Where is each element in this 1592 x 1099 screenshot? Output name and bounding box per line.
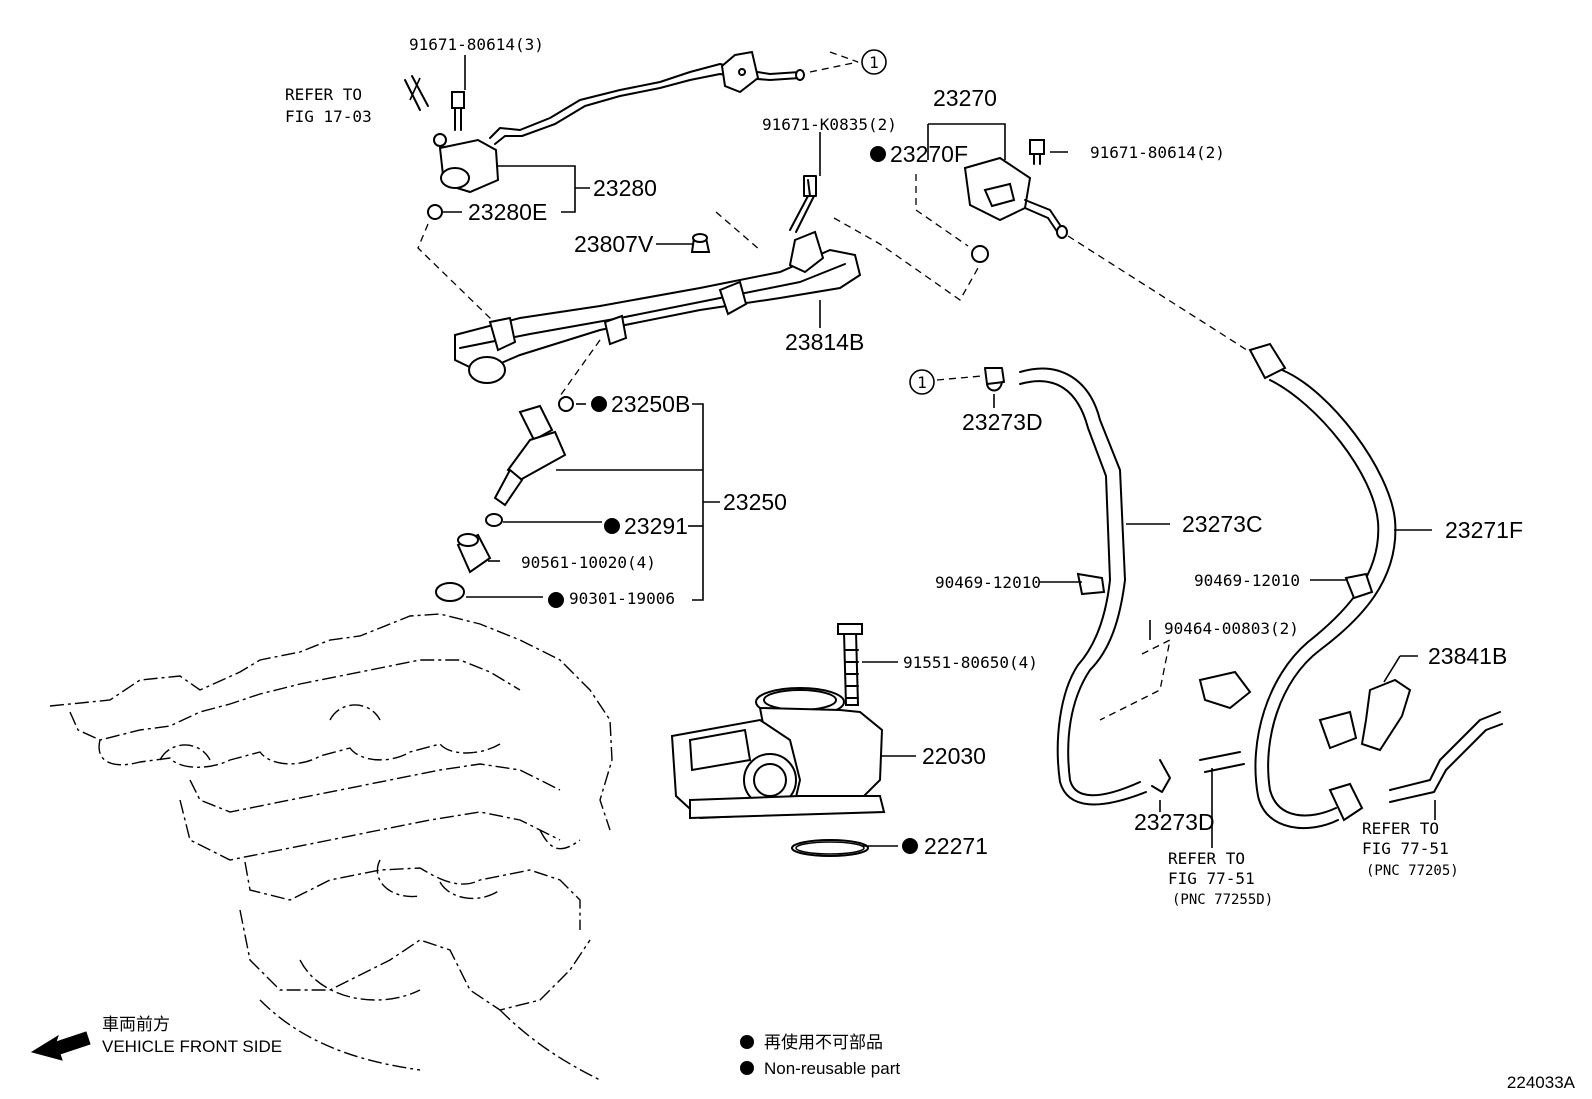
figure-id: 224033A xyxy=(1507,1073,1576,1092)
fuel-pressure-pulsation-damper xyxy=(963,139,1068,263)
label-23841b: 23841B xyxy=(1428,643,1507,669)
fuel-injector xyxy=(435,396,574,602)
label-91671-k0835: 91671-K0835(2) xyxy=(762,115,897,134)
label-90561-10020: 90561-10020(4) xyxy=(521,553,656,572)
label-23814b: 23814B xyxy=(785,329,864,355)
dashed-guides xyxy=(417,51,1251,721)
label-90464-00803: 90464-00803(2) xyxy=(1164,619,1299,638)
label-90301-19006: 90301-19006 xyxy=(569,589,675,608)
refer-note-fig-17-03: REFER TO FIG 17-03 xyxy=(285,85,372,126)
engine-outline xyxy=(49,613,613,1081)
connector-marker-top: 1 xyxy=(861,49,887,75)
fuel-hose-23271f xyxy=(1248,342,1503,830)
label-23807v: 23807V xyxy=(574,231,654,257)
throttle-body xyxy=(670,623,886,857)
label-23273d-top: 23273D xyxy=(962,409,1043,435)
svg-text:1: 1 xyxy=(869,53,879,72)
label-23280: 23280 xyxy=(593,175,657,201)
label-23280e: 23280E xyxy=(468,199,547,225)
svg-text:REFER TO: REFER TO xyxy=(285,85,362,104)
label-23271f: 23271F xyxy=(1445,517,1523,543)
part-labels: 91671-80614(3) 23280 23280E 91671-K0835(… xyxy=(409,35,1523,859)
vehicle-front-jp: 車両前方 xyxy=(102,1015,170,1034)
refer-note-fig-77-51-b: REFER TO FIG 77-51 (PNC 77205) xyxy=(1362,819,1459,879)
label-90469-12010-right: 90469-12010 xyxy=(1194,571,1300,590)
svg-text:1: 1 xyxy=(917,373,927,392)
connector-marker-hose: 1 xyxy=(909,369,935,395)
label-90469-12010-left: 90469-12010 xyxy=(935,573,1041,592)
label-91671-80614-3: 91671-80614(3) xyxy=(409,35,544,54)
refer-note-fig-77-51-a: REFER TO FIG 77-51 (PNC 77255D) xyxy=(1168,849,1273,908)
svg-text:REFER TO: REFER TO xyxy=(1362,819,1439,838)
leader-lines xyxy=(409,55,1436,848)
label-23273c: 23273C xyxy=(1182,511,1263,537)
label-23291: 23291 xyxy=(624,513,688,539)
label-22030: 22030 xyxy=(922,743,986,769)
legend: 再使用不可部品 Non-reusable part xyxy=(764,1032,900,1078)
label-23270: 23270 xyxy=(933,85,997,111)
fuel-hose-23273c xyxy=(984,367,1245,806)
label-23273d-bottom: 23273D xyxy=(1134,809,1215,835)
label-23250b: 23250B xyxy=(611,391,690,417)
non-reusable-markers xyxy=(548,146,918,1075)
label-22271: 22271 xyxy=(924,833,988,859)
vehicle-front-en: VEHICLE FRONT SIDE xyxy=(102,1037,282,1056)
svg-text:(PNC 77205): (PNC 77205) xyxy=(1366,863,1459,879)
svg-text:REFER TO: REFER TO xyxy=(1168,849,1245,868)
svg-text:FIG 77-51: FIG 77-51 xyxy=(1362,839,1449,858)
svg-text:(PNC 77255D): (PNC 77255D) xyxy=(1172,892,1273,908)
fuel-pipe-assembly xyxy=(404,50,805,220)
label-23270f: 23270F xyxy=(890,141,968,167)
label-91671-80614-2: 91671-80614(2) xyxy=(1090,143,1225,162)
legend-jp: 再使用不可部品 xyxy=(764,1032,883,1052)
legend-en: Non-reusable part xyxy=(764,1059,900,1078)
svg-text:FIG 17-03: FIG 17-03 xyxy=(285,107,372,126)
vehicle-front-indicator: 車両前方 VEHICLE FRONT SIDE xyxy=(30,1015,282,1061)
label-23250: 23250 xyxy=(723,489,787,515)
svg-text:FIG 77-51: FIG 77-51 xyxy=(1168,869,1255,888)
front-arrow-icon xyxy=(30,1031,91,1061)
label-91551-80650: 91551-80650(4) xyxy=(903,653,1038,672)
hose-clip-90464 xyxy=(1198,670,1252,710)
fuel-rail xyxy=(454,175,862,384)
